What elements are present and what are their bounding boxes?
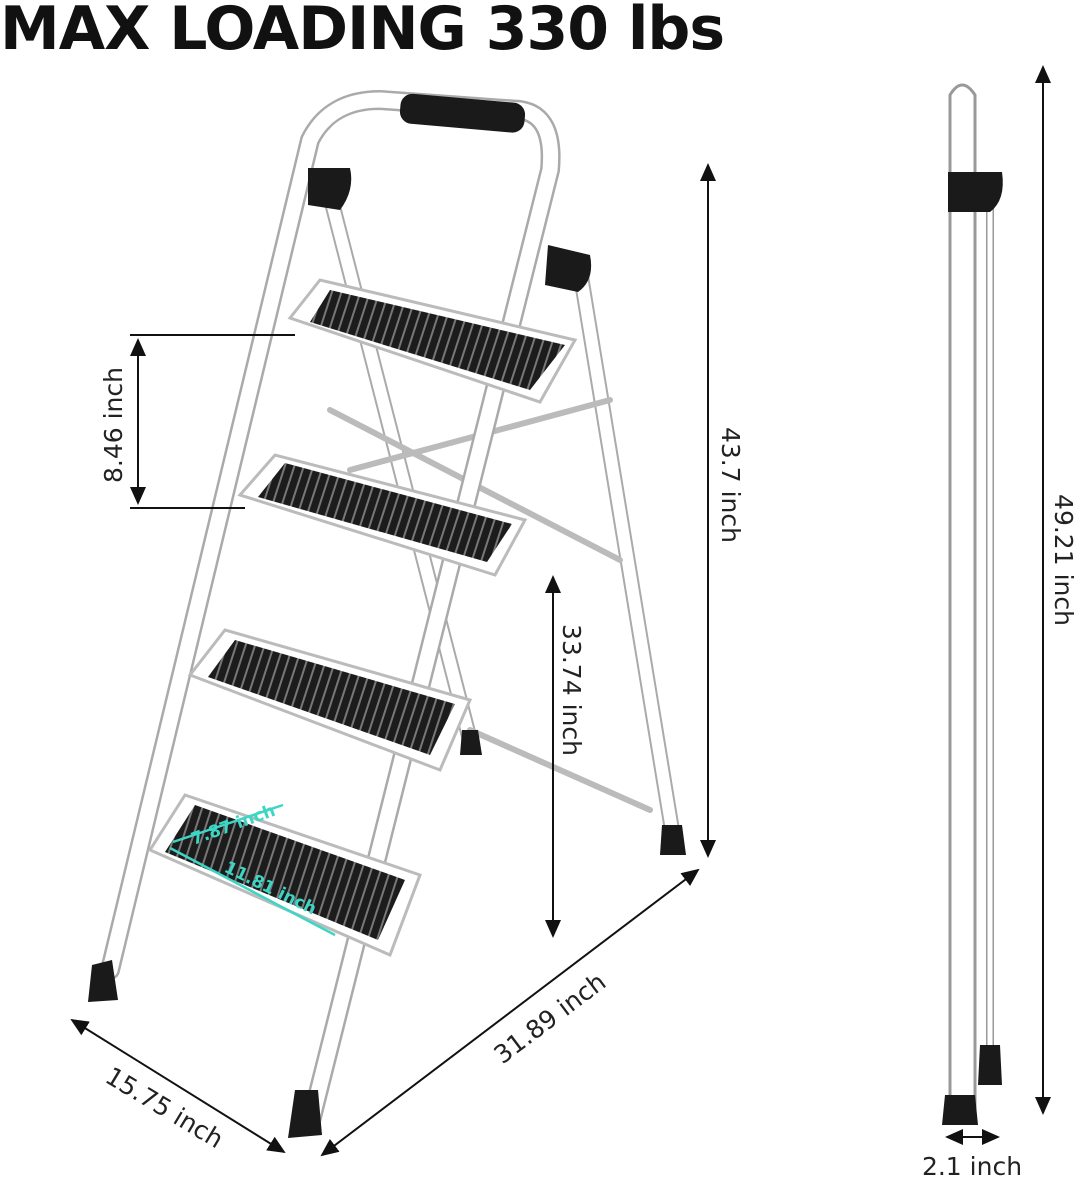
folded-height-label: 49.21 inch <box>1049 494 1078 626</box>
step-spacing-label: 8.46 inch <box>99 367 128 483</box>
folded-thickness-label: 2.1 inch <box>922 1152 1022 1180</box>
folded-ladder-illustration <box>942 83 1003 1125</box>
step-treads <box>147 278 578 958</box>
width-label: 15.75 inch <box>100 1061 228 1154</box>
platform-height-label: 43.7 inch <box>716 427 745 543</box>
max-loading-title: MAX LOADING 330 lbs <box>0 0 725 64</box>
top-step-height-label: 33.74 inch <box>557 624 586 756</box>
